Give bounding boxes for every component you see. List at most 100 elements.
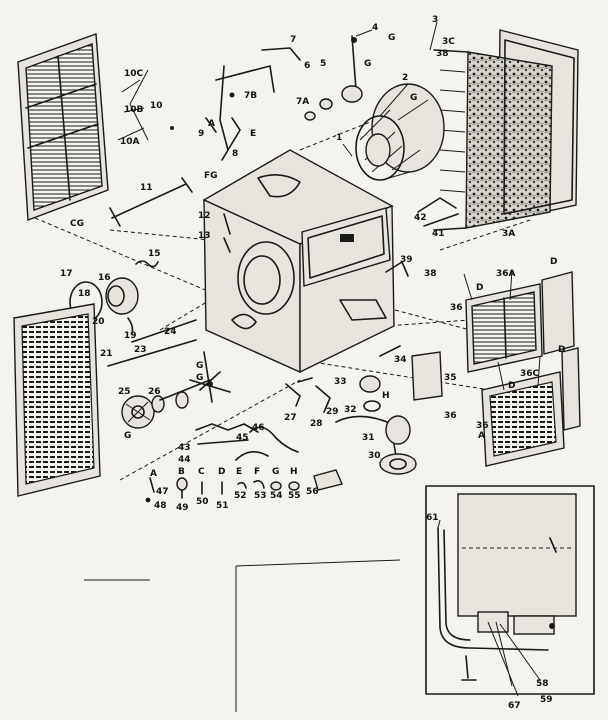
callout-17: 17 xyxy=(60,269,73,279)
callout-36b: 36 xyxy=(444,411,457,421)
callout-30: 30 xyxy=(368,451,381,461)
callout-54: 54 xyxy=(270,491,283,501)
rods-23-24 xyxy=(107,319,197,367)
callout-38: 38 xyxy=(436,49,449,59)
callout-h1: H xyxy=(382,391,390,401)
callout-39: 39 xyxy=(400,255,413,265)
brackets-27-29 xyxy=(285,377,331,413)
callout-5: 5 xyxy=(320,59,326,69)
inset-tank-view xyxy=(425,485,595,695)
callout-48: 48 xyxy=(154,501,167,511)
callout-4: 4 xyxy=(372,23,378,33)
callout-b: B xyxy=(178,467,185,477)
callout-21: 21 xyxy=(100,349,113,359)
callout-1: 1 xyxy=(336,133,342,143)
cabinet-1 xyxy=(202,149,395,374)
motor-16-parts xyxy=(69,260,159,335)
blower-wheel-2 xyxy=(355,83,445,181)
callout-e: E xyxy=(236,467,242,477)
clips-43-46 xyxy=(195,423,299,461)
callout-7: 7 xyxy=(290,35,296,45)
callout-6: 6 xyxy=(304,61,310,71)
fan-pulley-25 xyxy=(121,379,211,429)
callout-49: 49 xyxy=(176,503,189,513)
callout-fg: FG xyxy=(204,171,218,181)
front-grille-20 xyxy=(13,303,101,497)
callout-31: 31 xyxy=(362,433,375,443)
grille-panel-36-upper xyxy=(465,271,575,373)
callout-3: 3 xyxy=(432,15,438,25)
bracket-11 xyxy=(109,177,193,227)
callout-27: 27 xyxy=(284,413,297,423)
callout-g6: G xyxy=(272,467,279,477)
callout-33: 33 xyxy=(334,377,347,387)
callout-10a: 10A xyxy=(120,137,140,147)
callout-61: 61 xyxy=(426,513,439,523)
callout-45: 45 xyxy=(236,433,249,443)
callout-g2: G xyxy=(364,59,371,69)
leader-lines xyxy=(117,21,541,697)
callout-2: 2 xyxy=(402,73,408,83)
callout-50: 50 xyxy=(196,497,209,507)
callout-38b: 38 xyxy=(424,269,437,279)
callout-d3: D xyxy=(558,345,565,355)
callout-23: 23 xyxy=(134,345,147,355)
callout-g3: G xyxy=(410,93,417,103)
linkage-8-9 xyxy=(170,92,241,161)
callout-32: 32 xyxy=(344,405,357,415)
callout-36c2: 36 xyxy=(476,421,489,431)
callout-43: 43 xyxy=(178,443,191,453)
callout-3a: 3A xyxy=(502,229,515,239)
callout-c: C xyxy=(198,467,205,477)
callout-d4: D xyxy=(508,381,515,391)
callout-52: 52 xyxy=(234,491,247,501)
callout-a2: A xyxy=(478,431,485,441)
pump-30-31 xyxy=(335,375,417,475)
callout-29: 29 xyxy=(326,407,339,417)
callout-26: 26 xyxy=(148,387,161,397)
callout-g5: G xyxy=(196,373,203,383)
callout-7b: 7B xyxy=(244,91,257,101)
cover-plate-35 xyxy=(379,345,443,401)
callout-28: 28 xyxy=(310,419,323,429)
grille-panel-36-lower xyxy=(481,347,581,467)
callout-3c: 3C xyxy=(442,37,455,47)
callout-19: 19 xyxy=(124,331,137,341)
callout-36: 36 xyxy=(450,303,463,313)
fasteners-47-56 xyxy=(145,469,343,503)
callout-d: D xyxy=(218,467,225,477)
callout-g: G xyxy=(124,431,131,441)
callout-35: 35 xyxy=(444,373,457,383)
screws-12-13 xyxy=(223,213,231,253)
callout-a: A xyxy=(150,469,157,479)
callout-cg: CG xyxy=(70,219,84,229)
callout-59: 59 xyxy=(540,695,553,705)
callout-10: 10 xyxy=(150,101,163,111)
callout-11: 11 xyxy=(140,183,153,193)
callout-12: 12 xyxy=(198,211,211,221)
callout-67: 67 xyxy=(508,701,521,711)
callout-58: 58 xyxy=(536,679,549,689)
callout-18: 18 xyxy=(78,289,91,299)
callout-36a: 36A xyxy=(496,269,516,279)
callout-25: 25 xyxy=(118,387,131,397)
callout-44: 44 xyxy=(178,455,191,465)
filter-panel-10 xyxy=(17,33,109,221)
callout-24: 24 xyxy=(164,327,177,337)
blank-area xyxy=(84,559,401,712)
callout-7a: 7A xyxy=(296,97,309,107)
callout-a1: A xyxy=(208,119,215,129)
callout-36c: 36C xyxy=(520,369,540,379)
callout-g1: G xyxy=(388,33,395,43)
hardware-38-42 xyxy=(339,197,459,321)
callout-f: F xyxy=(254,467,260,477)
callout-e1: E xyxy=(250,129,256,139)
callout-41: 41 xyxy=(432,229,445,239)
callout-13: 13 xyxy=(198,231,211,241)
callout-10b: 10B xyxy=(124,105,144,115)
callout-g4: G xyxy=(196,361,203,371)
callout-55: 55 xyxy=(288,491,301,501)
callout-42: 42 xyxy=(414,213,427,223)
callout-10c: 10C xyxy=(124,69,144,79)
